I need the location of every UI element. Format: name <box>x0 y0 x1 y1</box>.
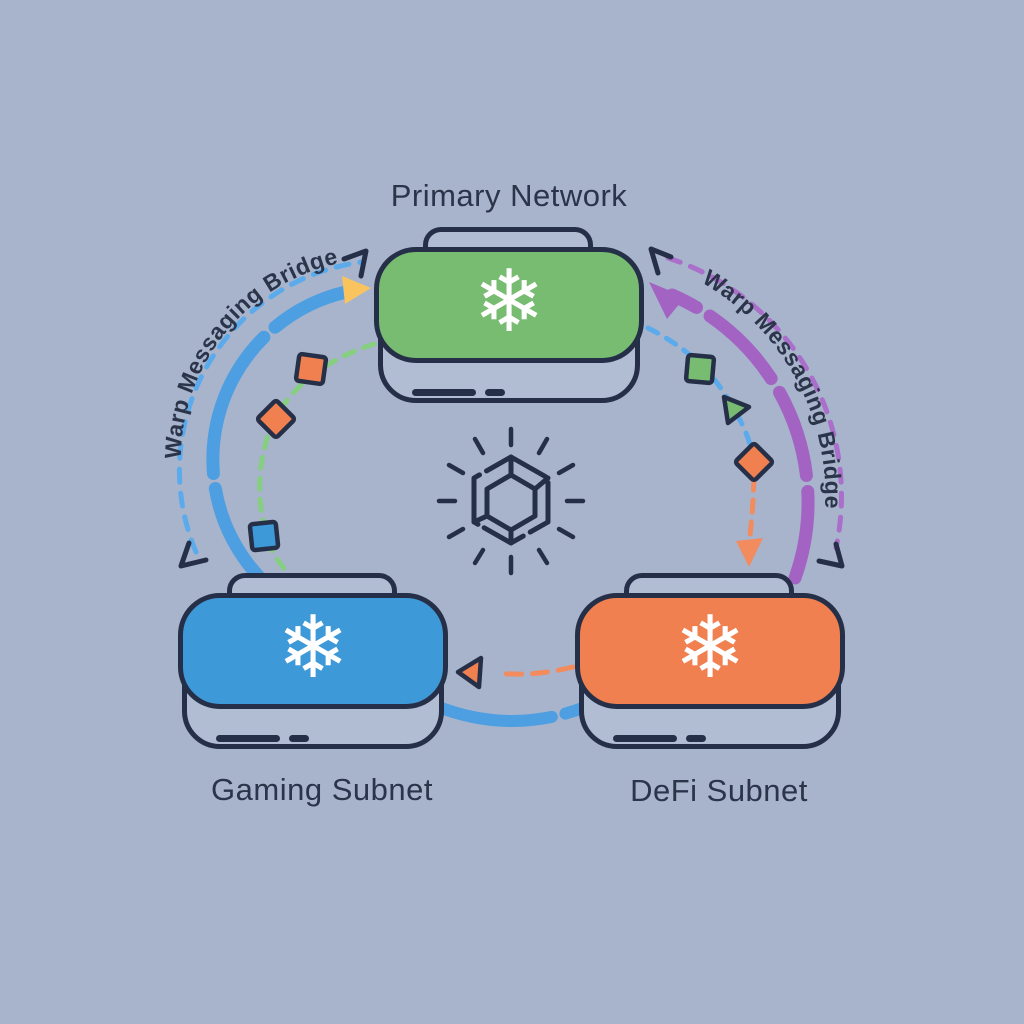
node-base-slot <box>686 735 706 742</box>
right-inner-dashed-arc <box>645 325 756 461</box>
node-base-slot <box>289 735 309 742</box>
right-inner-orange-dash <box>747 475 757 539</box>
node-gaming-subnet: ❄ <box>178 573 448 758</box>
bottom-left-arrowhead-icon <box>455 655 484 690</box>
right-outer-dashed-arc <box>665 255 844 551</box>
node-base-slot <box>216 735 280 742</box>
node-body-defi: ❄ <box>575 593 845 709</box>
packet-blue-square-icon <box>247 519 281 553</box>
packet-orange-diamond-icon <box>255 398 297 440</box>
node-base-slot <box>485 389 505 396</box>
left-bridge <box>176 248 377 615</box>
hexagon-gem-icon <box>436 426 586 576</box>
node-base-slot <box>613 735 677 742</box>
packet-green-triangle-icon <box>721 394 752 426</box>
node-body-gaming: ❄ <box>178 593 448 709</box>
node-primary-network: ❄ <box>374 227 644 412</box>
left-inner-dashed-arc <box>257 341 377 587</box>
bottom-link <box>430 655 594 727</box>
right-bridge-arrowhead-icon <box>649 282 685 319</box>
gaming-subnet-label: Gaming Subnet <box>211 772 433 807</box>
right-bottom-chevron-icon <box>816 541 845 569</box>
snowflake-icon: ❄ <box>673 598 747 698</box>
node-base-slot <box>412 389 476 396</box>
gem-inner-hexagon <box>484 472 538 533</box>
primary-network-label: Primary Network <box>390 178 628 213</box>
right-bridge-arc <box>665 288 815 585</box>
node-body-primary: ❄ <box>374 247 644 363</box>
node-defi-subnet: ❄ <box>575 573 845 758</box>
left-bridge-arc <box>206 285 353 615</box>
gem-connectors <box>471 454 551 546</box>
right-top-chevron-icon <box>648 246 674 276</box>
defi-subnet-label: DeFi Subnet <box>630 773 808 808</box>
packet-orange-diamond2-icon <box>733 441 775 483</box>
gem-rays <box>436 426 586 576</box>
packet-green-square-icon <box>683 352 717 386</box>
bottom-link-arc <box>430 700 594 727</box>
left-outer-dashed-arc <box>176 259 365 555</box>
left-bottom-chevron-icon <box>178 540 209 569</box>
packet-orange-square-icon <box>293 351 329 387</box>
snowflake-icon: ❄ <box>472 252 546 352</box>
bottom-dashed-link <box>494 664 576 677</box>
left-bridge-arrowhead-icon <box>342 276 371 304</box>
snowflake-icon: ❄ <box>276 598 350 698</box>
left-top-chevron-icon <box>341 248 369 279</box>
right-bridge <box>645 246 845 585</box>
right-down-arrowhead-icon <box>736 538 763 567</box>
